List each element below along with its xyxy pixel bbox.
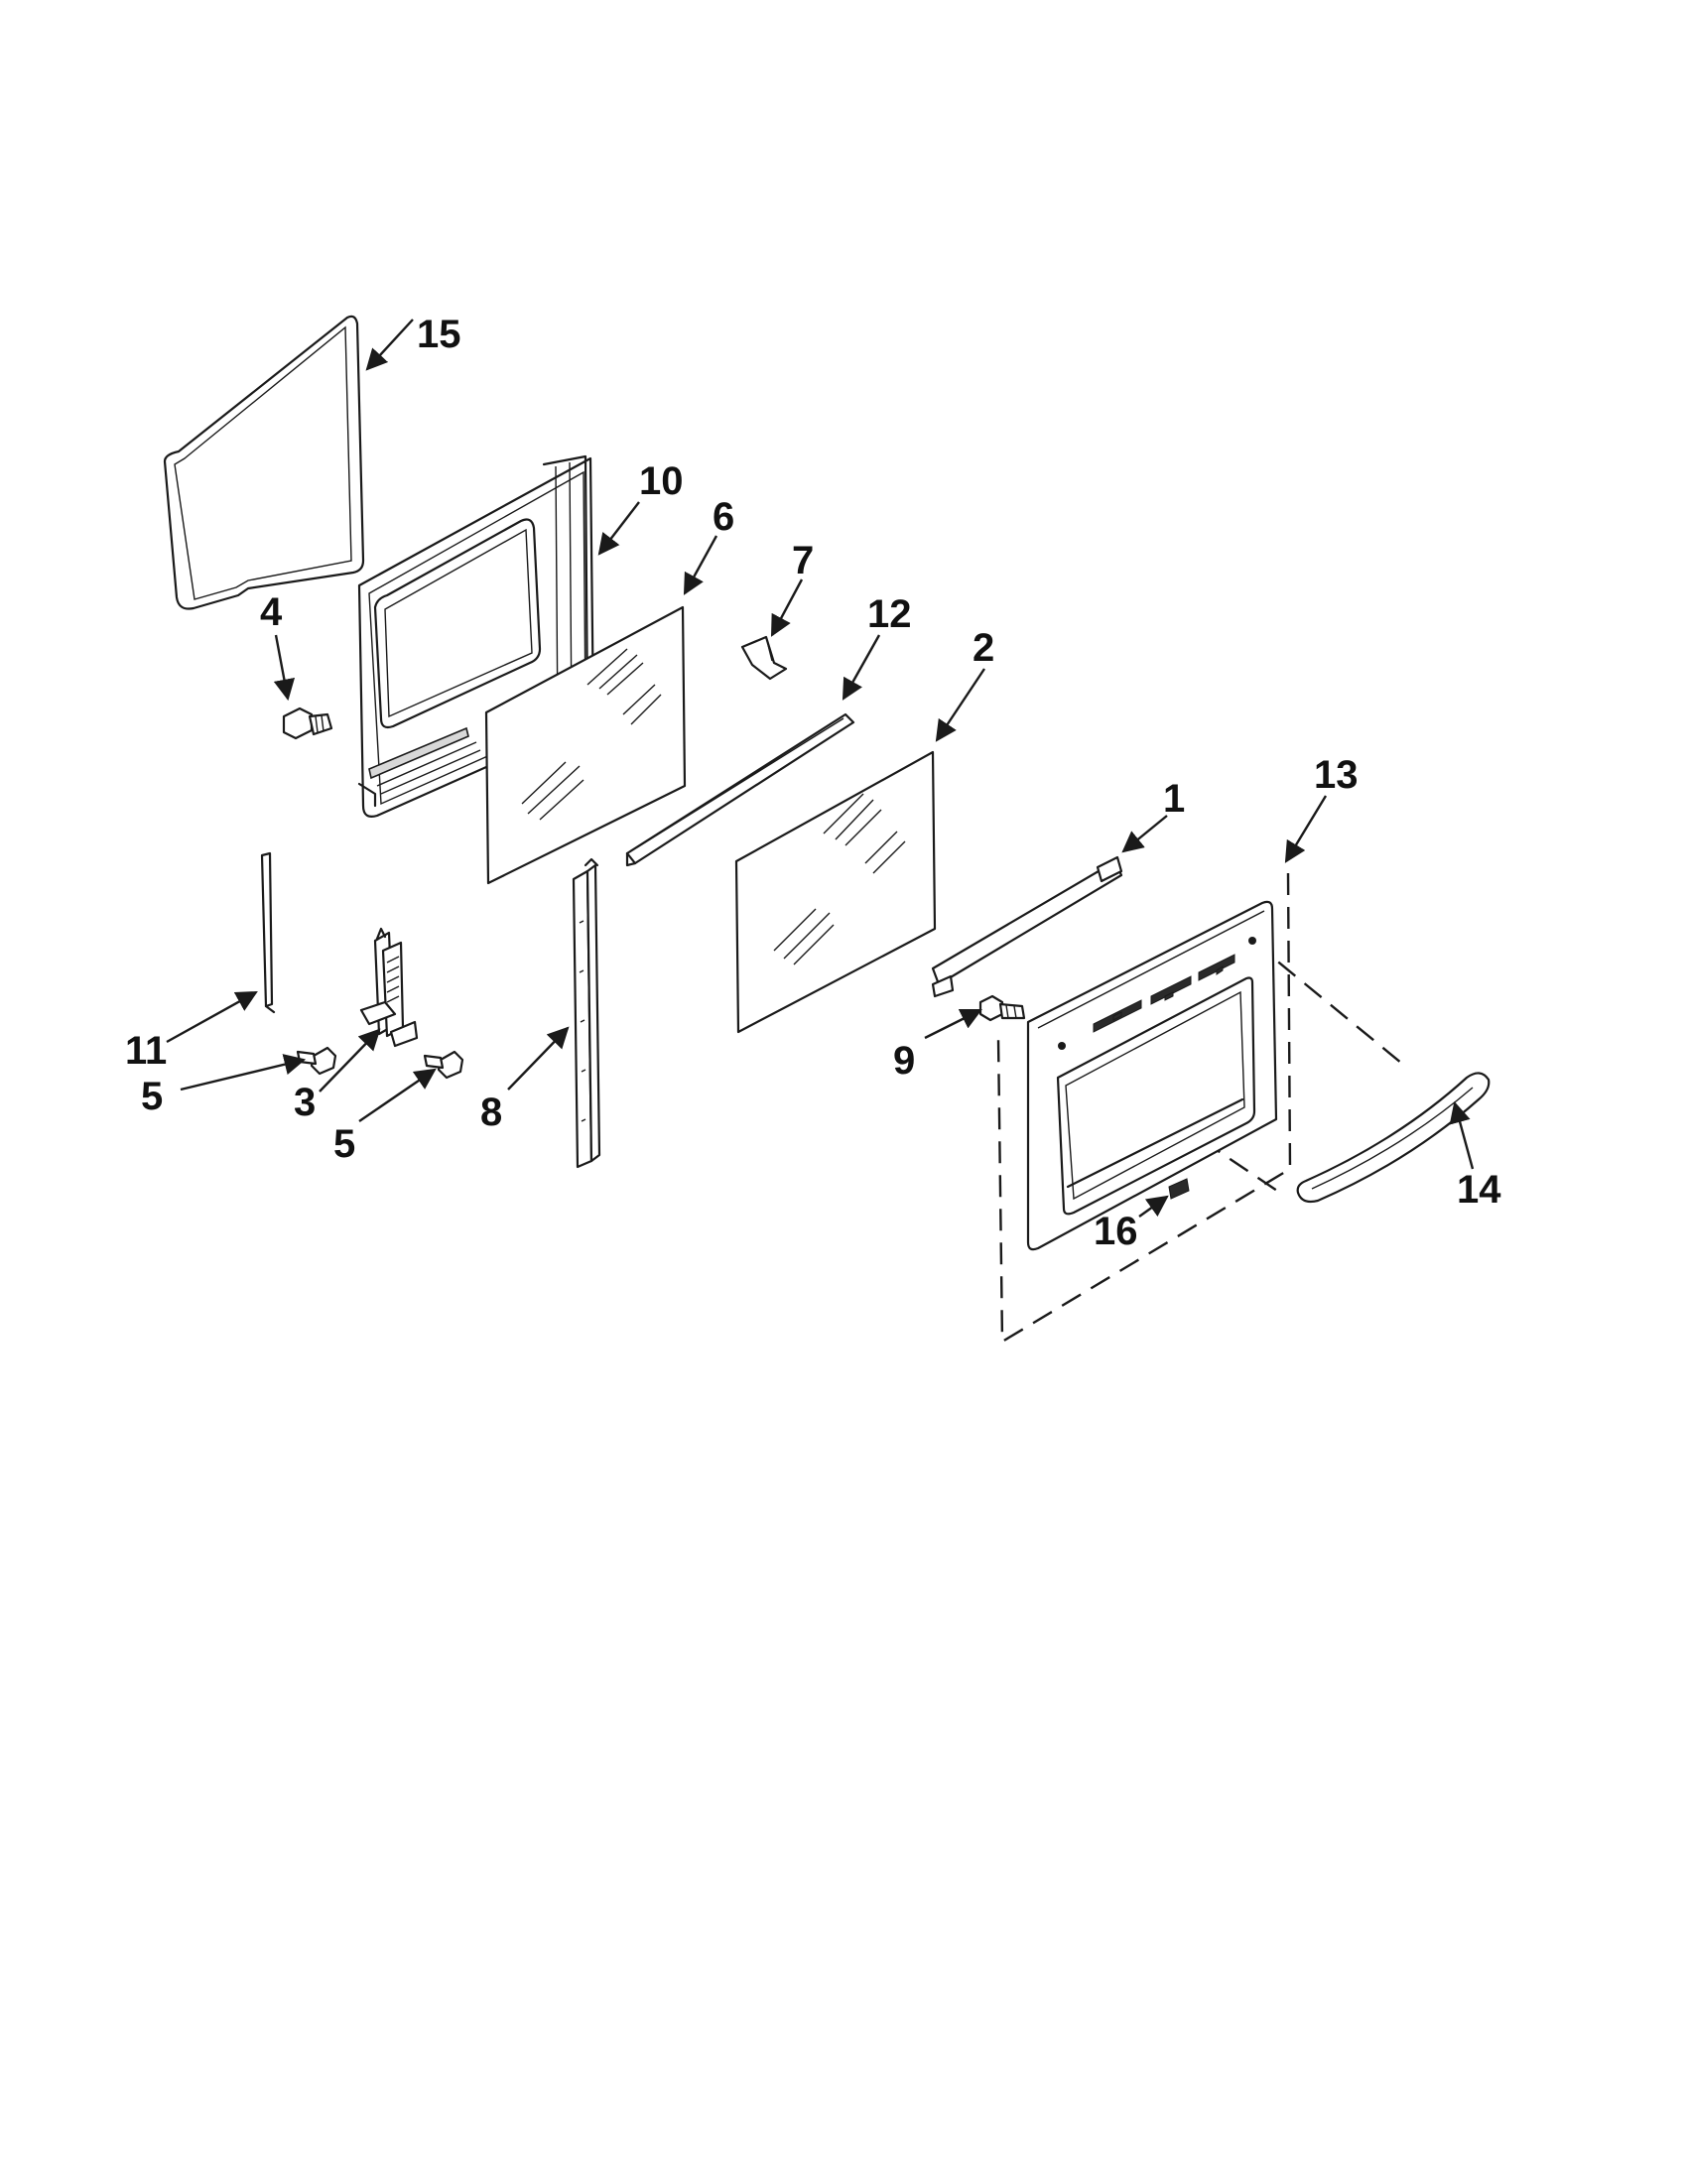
leader-5b: [358, 1068, 437, 1122]
inner-glass-part: [484, 605, 687, 885]
callout-12: 12: [867, 592, 912, 636]
leader-10: [597, 501, 640, 556]
callout-13: 13: [1314, 753, 1359, 797]
leader-4: [273, 634, 296, 702]
callout-8: 8: [480, 1091, 502, 1134]
leader-3: [319, 1028, 381, 1092]
callout-5-left: 5: [141, 1075, 163, 1118]
leader-16: [1138, 1195, 1169, 1218]
leader-6: [683, 535, 718, 595]
door-screw-part-9: [978, 994, 1026, 1022]
callout-15: 15: [417, 313, 461, 356]
leader-5a: [180, 1054, 307, 1092]
leader-15: [365, 319, 414, 371]
callout-7: 7: [792, 539, 814, 582]
callout-10: 10: [639, 459, 684, 503]
callout-1: 1: [1163, 777, 1185, 821]
callout-9: 9: [893, 1039, 915, 1083]
callout-2: 2: [973, 626, 994, 670]
hinge-receiver-part: [260, 851, 276, 1014]
door-gasket-part: [163, 315, 365, 610]
callout-6: 6: [713, 495, 734, 539]
leader-7: [770, 578, 804, 637]
door-screw-part-4: [282, 707, 333, 740]
door-side-channel-part: [572, 857, 601, 1169]
callout-16: 16: [1094, 1210, 1138, 1253]
glass-clip-part: [740, 635, 788, 681]
leader-9: [924, 1008, 982, 1040]
outer-door-panel-part: [1026, 900, 1278, 1251]
callout-3: 3: [294, 1081, 316, 1124]
glass-trim-strip-part: [625, 712, 855, 867]
hinge-screw-part-5b: [423, 1050, 464, 1080]
leader-14: [1449, 1100, 1475, 1170]
outer-glass-part: [734, 750, 937, 1034]
leader-11: [166, 990, 258, 1044]
leader-2: [935, 668, 985, 742]
leader-12: [842, 634, 881, 701]
callout-14: 14: [1457, 1168, 1501, 1212]
callout-5-right: 5: [333, 1122, 355, 1166]
leader-1: [1121, 815, 1168, 853]
leader-8: [507, 1026, 570, 1091]
door-top-trim-part: [931, 855, 1123, 998]
callout-11: 11: [125, 1029, 167, 1073]
leader-13: [1284, 795, 1328, 863]
door-assembly-dashed-outline: [996, 872, 1292, 1345]
callout-4: 4: [260, 590, 283, 634]
door-hinge-part: [359, 927, 419, 1048]
